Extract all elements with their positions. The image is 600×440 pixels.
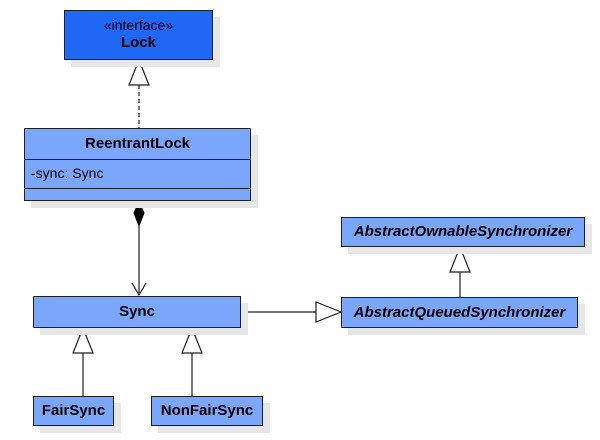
nonfairsync-class-box[interactable]: NonFairSync <box>151 396 263 426</box>
aqs-class-box[interactable]: AbstractQueuedSynchronizer <box>341 297 578 328</box>
fairsync-name: FairSync <box>41 402 106 419</box>
nonfairsync-generalization-arrowhead <box>181 326 203 354</box>
reentrantlock-attribute: -sync: Sync <box>31 165 104 181</box>
reentrantlock-name: ReentrantLock <box>84 135 191 152</box>
composition-arrowhead <box>131 282 147 297</box>
realization-arrowhead <box>128 58 150 86</box>
lock-stereotype: «interface» <box>103 17 174 33</box>
reentrantlock-operations <box>25 188 250 200</box>
reentrantlock-attributes: -sync: Sync <box>25 159 250 188</box>
aos-class-box[interactable]: AbstractOwnableSynchronizer <box>341 217 585 247</box>
fairsync-generalization-arrowhead <box>72 326 94 354</box>
sync-class-box[interactable]: Sync <box>33 296 241 328</box>
reentrantlock-class-box[interactable]: ReentrantLock -sync: Sync <box>24 128 251 201</box>
nonfairsync-name: NonFairSync <box>160 402 254 419</box>
aos-name: AbstractOwnableSynchronizer <box>353 223 573 240</box>
lock-interface-box[interactable]: «interface» Lock <box>64 10 213 60</box>
aqs-name: AbstractQueuedSynchronizer <box>353 304 566 321</box>
aqs-generalization-arrowhead <box>449 245 471 273</box>
lock-name: Lock <box>120 34 156 51</box>
composition-diamond <box>133 199 145 228</box>
sync-name: Sync <box>119 303 155 320</box>
fairsync-class-box[interactable]: FairSync <box>33 396 114 426</box>
sync-generalization-arrowhead <box>315 301 343 323</box>
